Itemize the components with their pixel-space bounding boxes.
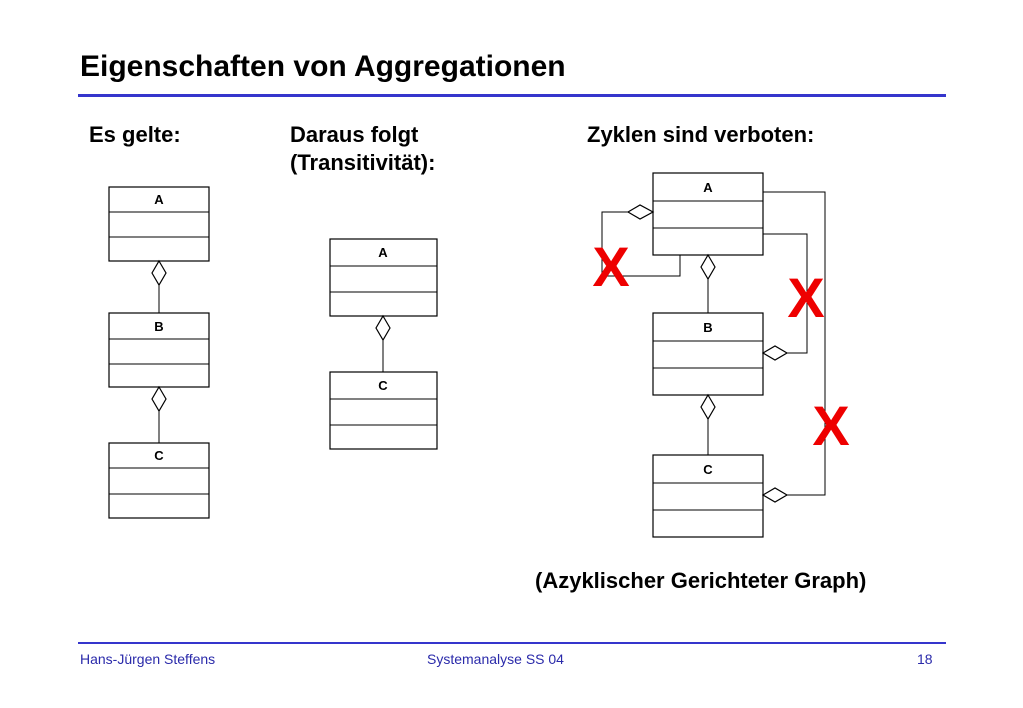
class-name-b1: B [154, 319, 163, 334]
footer-divider [78, 642, 946, 644]
class-name-c2: C [378, 378, 388, 393]
class-name-a3: A [703, 180, 713, 195]
label-cycles: Zyklen sind verboten: [587, 122, 815, 147]
transitivity-diagram: A C [329, 238, 438, 450]
class-name-a1: A [154, 192, 164, 207]
aggregation-c3-a3 [761, 191, 826, 503]
footer-author: Hans-Jürgen Steffens [80, 651, 216, 667]
label-follows-line1: Daraus folgt [290, 122, 419, 147]
aggregation-a1-b1 [151, 259, 167, 313]
aggregation-b1-c1 [151, 385, 167, 443]
footer-course: Systemanalyse SS 04 [427, 651, 564, 667]
class-name-c3: C [703, 462, 713, 477]
given-diagram: A B C [108, 186, 210, 519]
class-box-c3: C [652, 454, 764, 538]
class-name-c1: C [154, 448, 164, 463]
aggregation-a3-self-loop [601, 204, 681, 277]
aggregation-a2-c2 [375, 314, 391, 372]
aggregation-b3-c3 [700, 393, 716, 455]
class-box-a3: A [652, 172, 764, 256]
aggregation-a3-b3 [700, 253, 716, 313]
slide-title: Eigenschaften von Aggregationen [80, 50, 566, 83]
label-given: Es gelte: [89, 122, 181, 147]
class-box-b1: B [108, 312, 210, 388]
footer-page-number: 18 [917, 651, 933, 667]
class-name-b3: B [703, 320, 712, 335]
class-box-c1: C [108, 442, 210, 519]
forbidden-mark-b-a: X [787, 266, 824, 329]
label-follows-line2: (Transitivität): [290, 150, 436, 175]
cycle-diagram: A B C [592, 172, 850, 538]
forbidden-mark-self-loop: X [592, 235, 629, 298]
class-box-a2: A [329, 238, 438, 317]
class-box-c2: C [329, 371, 438, 450]
class-name-a2: A [378, 245, 388, 260]
aggregation-b3-a3 [761, 233, 808, 361]
forbidden-mark-c-a: X [812, 394, 849, 457]
class-box-b3: B [652, 312, 764, 396]
graph-caption: (Azyklischer Gerichteter Graph) [535, 568, 867, 593]
title-divider [78, 94, 946, 97]
class-box-a1: A [108, 186, 210, 262]
